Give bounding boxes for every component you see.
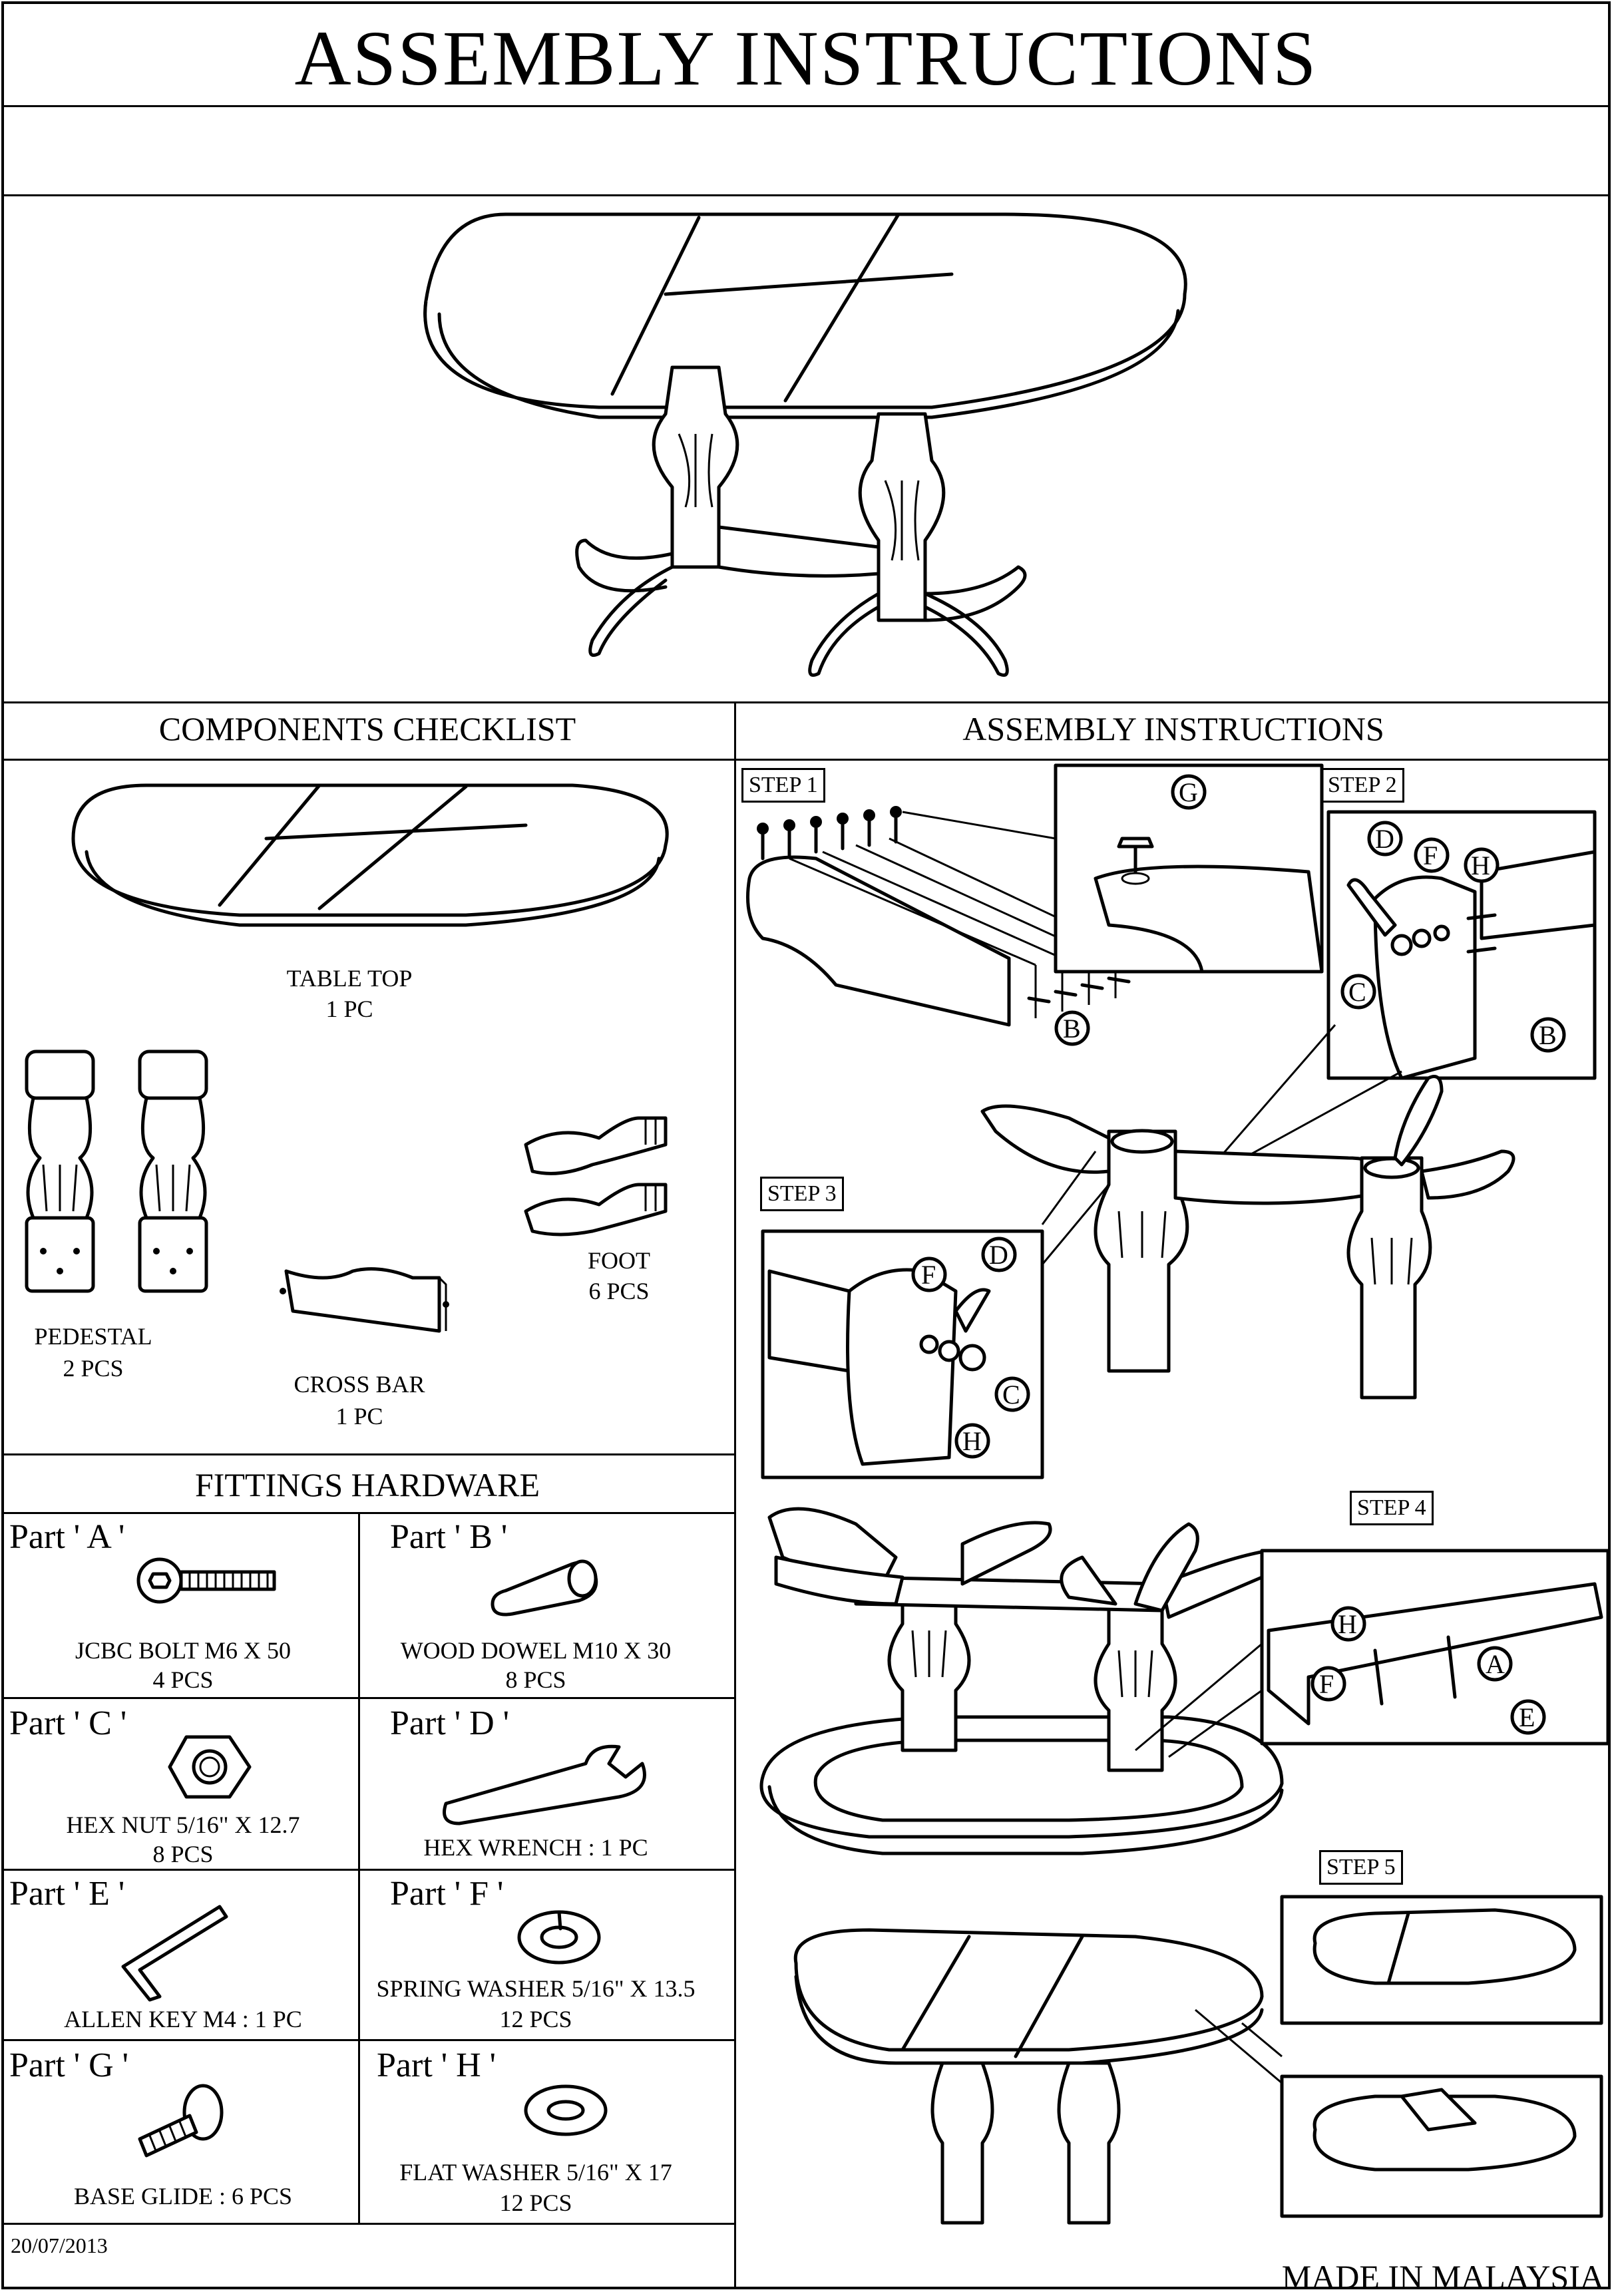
section-title-hardware: FITTINGS HARDWARE (194, 1466, 540, 1503)
part-desc-e: ALLEN KEY M4 : 1 PC (64, 2006, 302, 2032)
part-label-h: Part ' H ' (377, 2046, 497, 2084)
component-name-pedestal: PEDESTAL (34, 1323, 152, 1350)
part-label-a: Part ' A ' (9, 1518, 125, 1556)
base-glide-icon (138, 2084, 224, 2158)
made-in-label: MADE IN MALAYSIA (1281, 2258, 1604, 2295)
svg-text:B: B (1063, 1014, 1081, 1044)
step-label-1: STEP 1 (741, 768, 825, 803)
component-qty-foot: 6 PCS (588, 1278, 650, 1304)
part-desc-c: HEX NUT 5/16" X 12.7 (66, 1812, 300, 1838)
part-label-g: Part ' G ' (9, 2046, 129, 2084)
divider (1, 1512, 735, 1514)
part-label-d: Part ' D ' (390, 1704, 510, 1742)
component-name-table-top: TABLE TOP (286, 965, 413, 992)
divider (1, 2039, 735, 2041)
part-qty-b: 8 PCS (505, 1666, 566, 1693)
svg-text:A: A (1486, 1649, 1505, 1679)
svg-text:F: F (1423, 841, 1438, 870)
component-qty-table-top: 1 PC (325, 996, 373, 1022)
hex-nut-icon (168, 1735, 252, 1799)
foot-icon (524, 1116, 668, 1237)
step-label-4: STEP 4 (1350, 1491, 1434, 1525)
part-desc-f: SPRING WASHER 5/16" X 13.5 (376, 1975, 696, 2002)
component-name-cross-bar: CROSS BAR (294, 1371, 425, 1398)
part-desc-a: JCBC BOLT M6 X 50 (75, 1637, 292, 1664)
assembled-table-illustration (423, 212, 1187, 677)
assembly-steps-illustration: G B D F H C B F D C H H (746, 763, 1610, 2225)
flat-washer-icon (524, 2084, 608, 2136)
part-label-f: Part ' F ' (390, 1875, 504, 1913)
part-desc-g: BASE GLIDE : 6 PCS (73, 2183, 293, 2209)
step-1-feet (746, 806, 1131, 1027)
svg-text:H: H (962, 1426, 982, 1456)
part-label-e: Part ' E ' (9, 1875, 125, 1913)
divider (1, 1453, 735, 1455)
column-divider (734, 701, 736, 2289)
svg-text:F: F (1319, 1669, 1334, 1699)
part-desc-b: WOOD DOWEL M10 X 30 (400, 1637, 672, 1664)
divider (1, 1697, 735, 1699)
part-qty-h: 12 PCS (499, 2190, 572, 2216)
divider (1, 1869, 735, 1871)
column-divider (358, 1512, 360, 2223)
svg-text:B: B (1539, 1020, 1557, 1050)
part-qty-c: 8 PCS (152, 1841, 214, 1867)
part-qty-a: 4 PCS (152, 1666, 214, 1693)
divider (1, 701, 1611, 703)
dowel-icon (491, 1559, 598, 1617)
pedestal-icon (25, 1050, 208, 1293)
svg-text:C: C (1002, 1380, 1020, 1410)
part-qty-f: 12 PCS (499, 2006, 572, 2032)
spring-washer-icon (517, 1910, 601, 1965)
section-title-components: COMPONENTS CHECKLIST (158, 710, 576, 747)
svg-text:G: G (1179, 777, 1198, 807)
part-desc-d: HEX WRENCH : 1 PC (423, 1834, 648, 1861)
step-label-5: STEP 5 (1319, 1850, 1403, 1885)
bolt-icon (136, 1557, 276, 1604)
divider (1, 105, 1611, 107)
component-name-foot: FOOT (587, 1247, 650, 1274)
part-desc-h: FLAT WASHER 5/16" X 17 (399, 2159, 672, 2186)
component-qty-pedestal: 2 PCS (63, 1355, 124, 1382)
cross-bar-icon (280, 1267, 449, 1333)
section-title-assembly: ASSEMBLY INSTRUCTIONS (962, 710, 1384, 747)
svg-text:H: H (1471, 851, 1490, 880)
svg-text:E: E (1519, 1702, 1535, 1732)
divider (1, 759, 1611, 761)
part-label-c: Part ' C ' (9, 1704, 127, 1742)
document-date: 20/07/2013 (11, 2233, 108, 2257)
wrench-icon (443, 1744, 646, 1825)
step-label-3: STEP 3 (760, 1177, 844, 1211)
page-title: ASSEMBLY INSTRUCTIONS (294, 15, 1318, 102)
svg-text:D: D (1375, 824, 1394, 854)
component-qty-cross-bar: 1 PC (335, 1403, 383, 1430)
allen-key-icon (121, 1905, 228, 2002)
svg-text:H: H (1338, 1609, 1357, 1639)
svg-text:C: C (1348, 977, 1366, 1007)
part-label-b: Part ' B ' (390, 1518, 508, 1556)
divider (1, 2223, 735, 2225)
svg-text:F: F (921, 1260, 936, 1290)
table-top-icon (71, 783, 669, 927)
svg-text:D: D (989, 1240, 1008, 1270)
divider (1, 194, 1611, 196)
